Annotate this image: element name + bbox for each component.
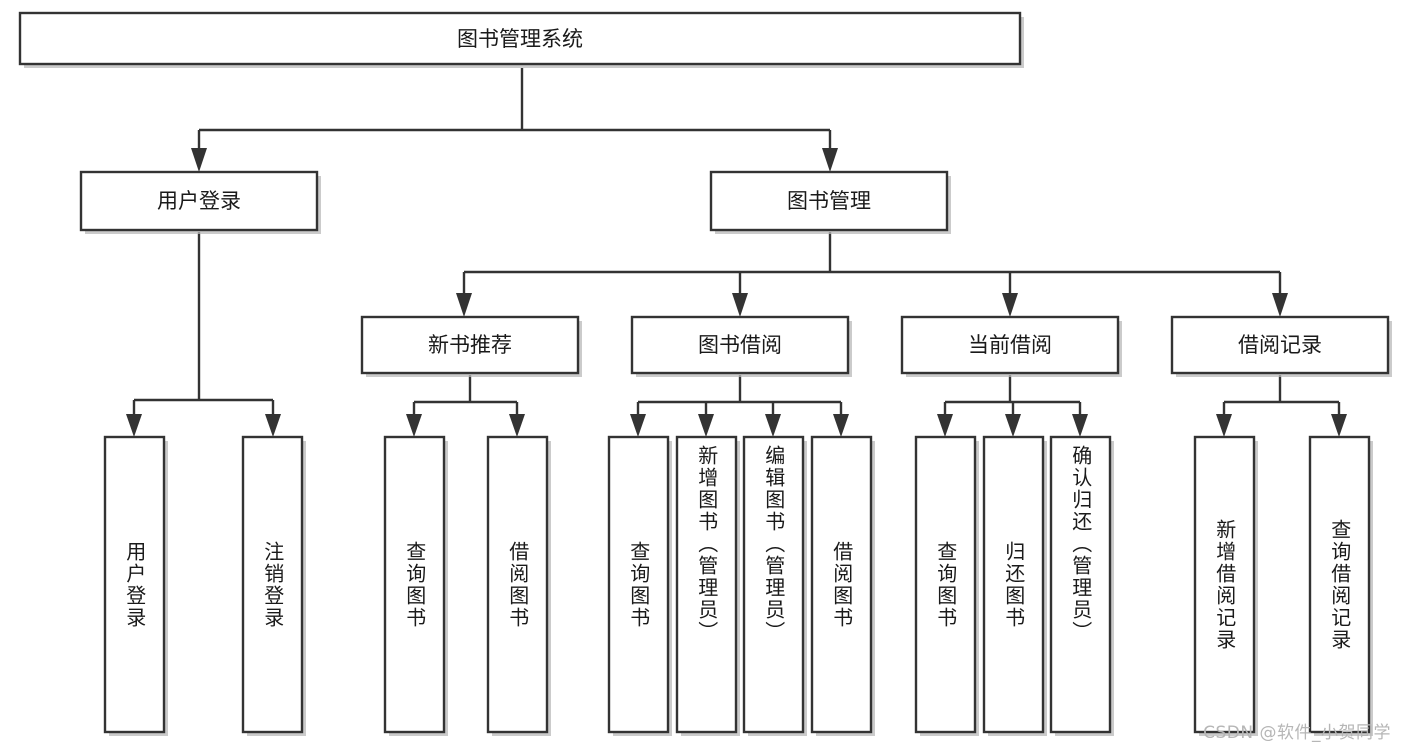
leaf-box-new-book-2[interactable] [486, 435, 549, 734]
node-book-borrow-label: 图书借阅 [698, 333, 782, 357]
leaf-box-book-borrow-1[interactable] [607, 435, 670, 734]
leaf-box-borrow-record-2[interactable] [1308, 435, 1371, 734]
node-current-borrow-label: 当前借阅 [968, 333, 1052, 357]
connector-layer [126, 68, 1347, 437]
arrow-to-user-login [191, 148, 207, 172]
arrow-to-new-book [456, 293, 472, 317]
arrow-leaf-current-borrow-2 [1005, 414, 1021, 437]
arrow-leaf-user-login-1 [126, 414, 142, 437]
arrow-leaf-book-borrow-3 [765, 414, 781, 437]
node-new-book-label: 新书推荐 [428, 333, 512, 357]
node-layer: 图书管理系统 用户登录 图书管理 新书推荐 图书借阅 当前借阅 借阅记录 [18, 11, 1392, 736]
node-root-box[interactable] [18, 11, 1022, 66]
node-user-login-label: 用户登录 [157, 189, 241, 213]
arrow-to-current-borrow [1002, 293, 1018, 317]
arrow-leaf-book-borrow-2 [698, 414, 714, 437]
arrow-to-book-borrow [732, 293, 748, 317]
leaf-box-current-borrow-1[interactable] [914, 435, 977, 734]
leaf-box-current-borrow-3[interactable] [1049, 435, 1112, 734]
leaf-box-new-book-1[interactable] [383, 435, 446, 734]
node-book-manage-label: 图书管理 [787, 189, 871, 213]
leaf-box-book-borrow-2[interactable] [675, 435, 738, 734]
arrow-leaf-borrow-record-1 [1216, 414, 1232, 437]
node-borrow-record-box[interactable] [1170, 315, 1390, 375]
arrow-leaf-book-borrow-4 [833, 414, 849, 437]
watermark-text: CSDN @软件_小贺同学 [1203, 723, 1391, 743]
node-book-borrow-box[interactable] [630, 315, 850, 375]
node-current-borrow-box[interactable] [900, 315, 1120, 375]
arrow-leaf-book-borrow-1 [630, 414, 646, 437]
leaf-box-book-borrow-3[interactable] [742, 435, 805, 734]
arrow-leaf-new-book-2 [509, 414, 525, 437]
node-borrow-record-label: 借阅记录 [1238, 333, 1322, 357]
node-user-login-box[interactable] [79, 170, 319, 232]
leaf-box-user-login-1[interactable] [103, 435, 166, 734]
arrow-leaf-new-book-1 [406, 414, 422, 437]
arrow-to-borrow-record [1272, 293, 1288, 317]
node-new-book-box[interactable] [360, 315, 580, 375]
leaf-box-borrow-record-1[interactable] [1193, 435, 1256, 734]
arrow-leaf-current-borrow-3 [1072, 414, 1088, 437]
leaf-box-current-borrow-2[interactable] [982, 435, 1045, 734]
leaf-box-user-login-2[interactable] [241, 435, 304, 734]
arrow-leaf-current-borrow-1 [937, 414, 953, 437]
node-book-manage-box[interactable] [709, 170, 949, 232]
arrow-leaf-user-login-2 [265, 414, 281, 437]
arrow-leaf-borrow-record-2 [1331, 414, 1347, 437]
node-root-label: 图书管理系统 [457, 27, 583, 51]
leaf-box-book-borrow-4[interactable] [810, 435, 873, 734]
arrow-to-book-manage [822, 148, 838, 172]
